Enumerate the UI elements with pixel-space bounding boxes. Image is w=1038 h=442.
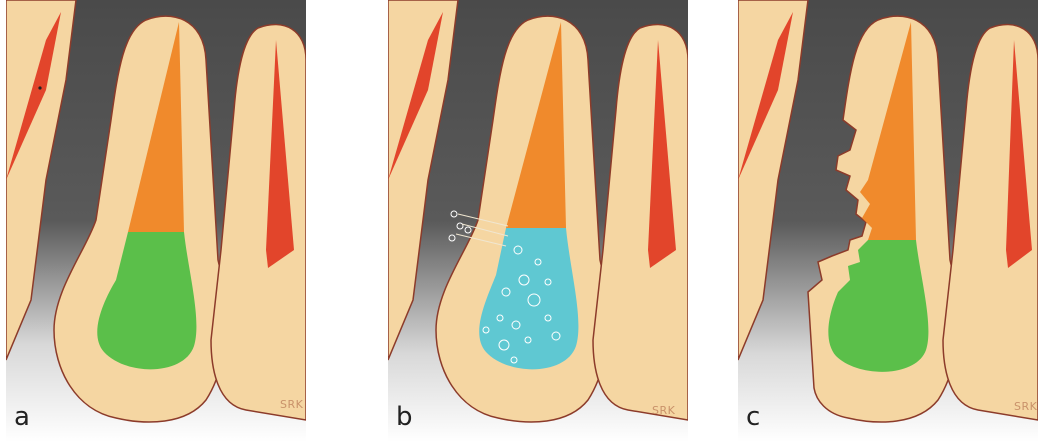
panel-label-a: a — [14, 402, 30, 432]
tooth-diagram-b — [388, 0, 688, 442]
panel-label-c: c — [746, 402, 760, 432]
tooth-diagram-c — [738, 0, 1038, 442]
tooth-diagram-a — [6, 0, 306, 442]
panel-c: c SRK — [738, 0, 1038, 442]
panel-b: b SRK — [388, 0, 688, 442]
panel-a: a SRK — [6, 0, 306, 442]
artist-signature-b: SRK — [652, 404, 675, 417]
panel-label-b: b — [396, 402, 413, 432]
artist-signature-c: SRK — [1014, 400, 1037, 413]
artist-signature-a: SRK — [280, 398, 303, 411]
dot-mark — [38, 86, 41, 89]
